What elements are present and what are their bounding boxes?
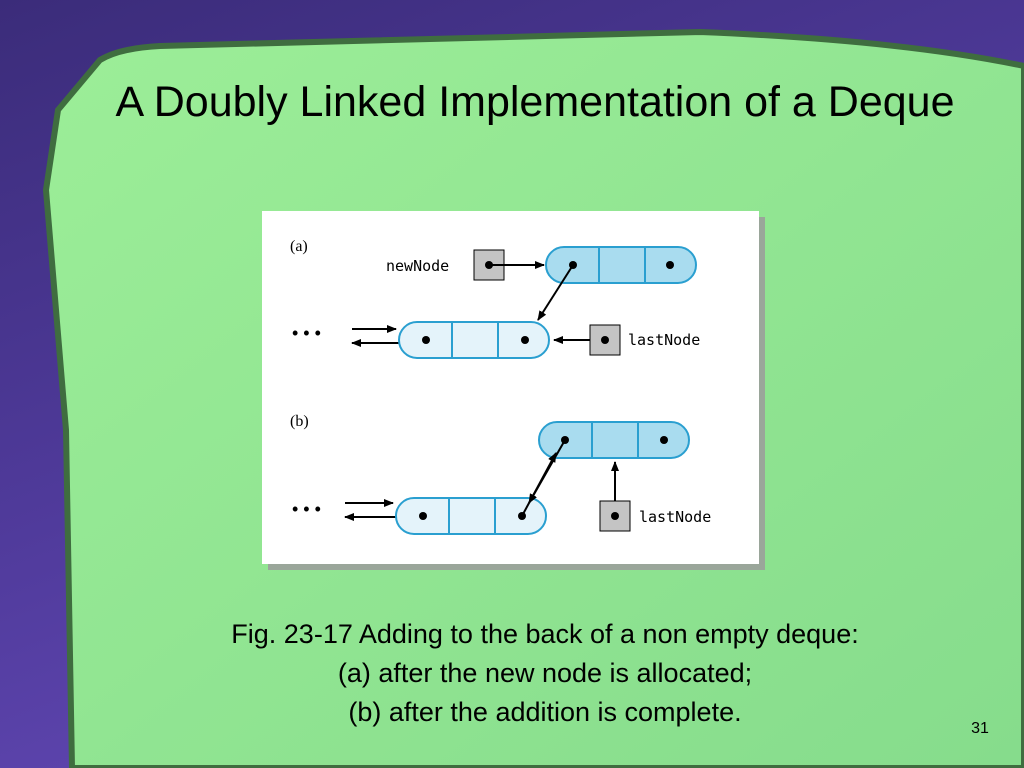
- slide-title: A Doubly Linked Implementation of a Dequ…: [115, 78, 955, 126]
- part-a-label: (a): [290, 238, 308, 255]
- new-node: [545, 246, 697, 284]
- last-node-label-a: lastNode: [628, 331, 700, 349]
- last-node-a: [398, 321, 550, 359]
- part-b-label: (b): [290, 413, 309, 430]
- last-node-ref-dot-b: [611, 512, 619, 520]
- last-node-label-b: lastNode: [639, 508, 711, 526]
- figure-panel: (a) newNode • • • lastN: [262, 211, 759, 564]
- new-node-b: [538, 421, 690, 459]
- linked-list-diagram: (a) newNode • • • lastN: [290, 238, 711, 535]
- ellipsis-b: • • •: [292, 499, 321, 519]
- slide-number: 31: [971, 720, 989, 737]
- caption-line: Fig. 23-17 Adding to the back of a non e…: [231, 619, 859, 649]
- caption-line: (a) after the new node is allocated;: [337, 658, 753, 688]
- new-node-label: newNode: [386, 257, 449, 275]
- last-node-b: [395, 497, 547, 535]
- new-node-prev-arrow: [537, 264, 574, 321]
- prev-link-arrow-b: [528, 439, 566, 504]
- last-node-ref-dot-a: [601, 336, 609, 344]
- figure-caption: Fig. 23-17 Adding to the back of a non e…: [100, 615, 990, 732]
- caption-line: (b) after the addition is complete.: [348, 697, 742, 727]
- ellipsis-a: • • •: [292, 323, 321, 343]
